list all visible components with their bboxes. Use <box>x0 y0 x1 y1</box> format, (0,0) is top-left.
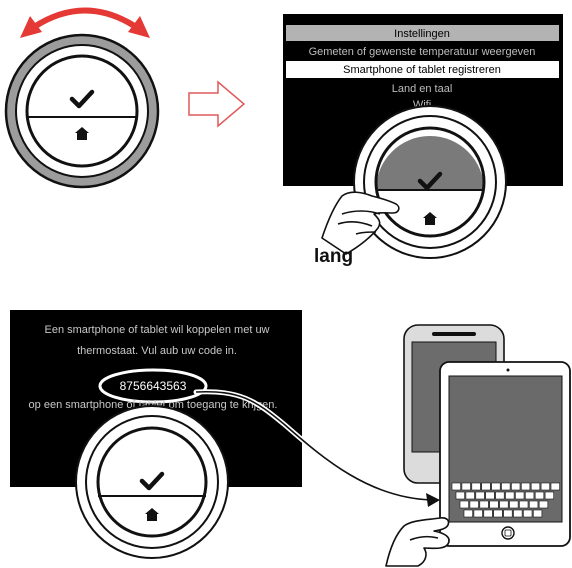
keyboard-key[interactable] <box>495 491 505 500</box>
keyboard-key[interactable] <box>499 500 509 509</box>
checkmark-icon <box>417 171 443 191</box>
step1-panel <box>4 7 160 189</box>
pairing-message-line3: op een smartphone of tablet om toegang t… <box>29 399 278 411</box>
keyboard-key[interactable] <box>485 491 495 500</box>
keyboard-key[interactable] <box>489 500 499 509</box>
keyboard-key[interactable] <box>513 509 523 518</box>
keyboard-key[interactable] <box>481 482 491 491</box>
pairing-code-highlight <box>98 368 208 404</box>
keyboard-key[interactable] <box>515 491 525 500</box>
menu-item-title: Instellingen <box>394 28 450 40</box>
keyboard-key[interactable] <box>530 482 541 491</box>
checkmark-icon <box>69 89 95 109</box>
pairing-message-line1: Een smartphone of tablet wil koppelen me… <box>44 324 269 336</box>
tablet-illustration <box>439 361 571 547</box>
keyboard-key[interactable] <box>528 500 539 509</box>
keyboard-key[interactable] <box>491 482 501 491</box>
checkmark-icon <box>139 471 165 491</box>
step3-panel: Een smartphone of tablet wil koppelen me… <box>10 310 571 567</box>
pairing-code: 8756643563 <box>120 379 187 393</box>
keyboard-key[interactable] <box>509 500 519 509</box>
keyboard-key[interactable] <box>455 491 465 500</box>
keyboard-key[interactable] <box>532 509 543 518</box>
keyboard-key[interactable] <box>475 491 485 500</box>
menu-title-bar <box>286 25 559 41</box>
keyboard-key[interactable] <box>534 491 545 500</box>
thermostat-knob[interactable] <box>4 33 160 189</box>
step2-panel: Instellingen Gemeten of gewenste tempera… <box>283 14 563 267</box>
keyboard-key[interactable] <box>524 491 535 500</box>
home-icon <box>145 508 159 521</box>
keyboard-key[interactable] <box>538 500 549 509</box>
rotate-arrow-icon <box>20 7 150 38</box>
keyboard-key[interactable] <box>465 491 475 500</box>
menu-item-register-device[interactable]: Smartphone of tablet registreren <box>343 64 501 76</box>
pressing-hand-icon <box>321 191 400 255</box>
typing-hand-icon <box>385 517 450 567</box>
keyboard-key[interactable] <box>493 509 503 518</box>
keyboard-key[interactable] <box>511 482 521 491</box>
keyboard-key[interactable] <box>451 482 461 491</box>
keyboard-key[interactable] <box>473 509 483 518</box>
keyboard-key[interactable] <box>505 491 515 500</box>
keyboard-key[interactable] <box>483 509 493 518</box>
keyboard-key[interactable] <box>520 482 531 491</box>
home-button-icon[interactable] <box>501 526 515 540</box>
keyboard-key[interactable] <box>519 500 529 509</box>
press-long-label: lang <box>314 246 353 267</box>
pairing-message-line2: thermostaat. Vul aub uw code in. <box>77 345 237 357</box>
keyboard-key[interactable] <box>550 482 560 491</box>
keyboard-key[interactable] <box>463 509 473 518</box>
code-to-tablet-connector <box>193 389 440 507</box>
transition-arrow-icon <box>188 80 246 128</box>
menu-item-temperature[interactable]: Gemeten of gewenste temperatuur weergeve… <box>309 46 536 58</box>
home-icon <box>75 127 89 140</box>
keyboard-key[interactable] <box>471 482 481 491</box>
thermostat-knob[interactable] <box>75 405 229 559</box>
keyboard-key[interactable] <box>523 509 533 518</box>
keyboard-key[interactable] <box>501 482 511 491</box>
keyboard-key[interactable] <box>459 500 469 509</box>
thermostat-knob-pressed[interactable] <box>353 105 507 259</box>
keyboard-key[interactable] <box>544 491 554 500</box>
on-screen-keyboard[interactable] <box>451 482 560 518</box>
menu-item-country-language[interactable]: Land en taal <box>392 83 453 95</box>
keyboard-key[interactable] <box>540 482 550 491</box>
menu-selected-bar[interactable] <box>286 61 559 78</box>
keyboard-key[interactable] <box>479 500 489 509</box>
keyboard-key[interactable] <box>503 509 513 518</box>
keyboard-key[interactable] <box>469 500 479 509</box>
keyboard-key[interactable] <box>461 482 471 491</box>
home-icon <box>423 212 437 225</box>
